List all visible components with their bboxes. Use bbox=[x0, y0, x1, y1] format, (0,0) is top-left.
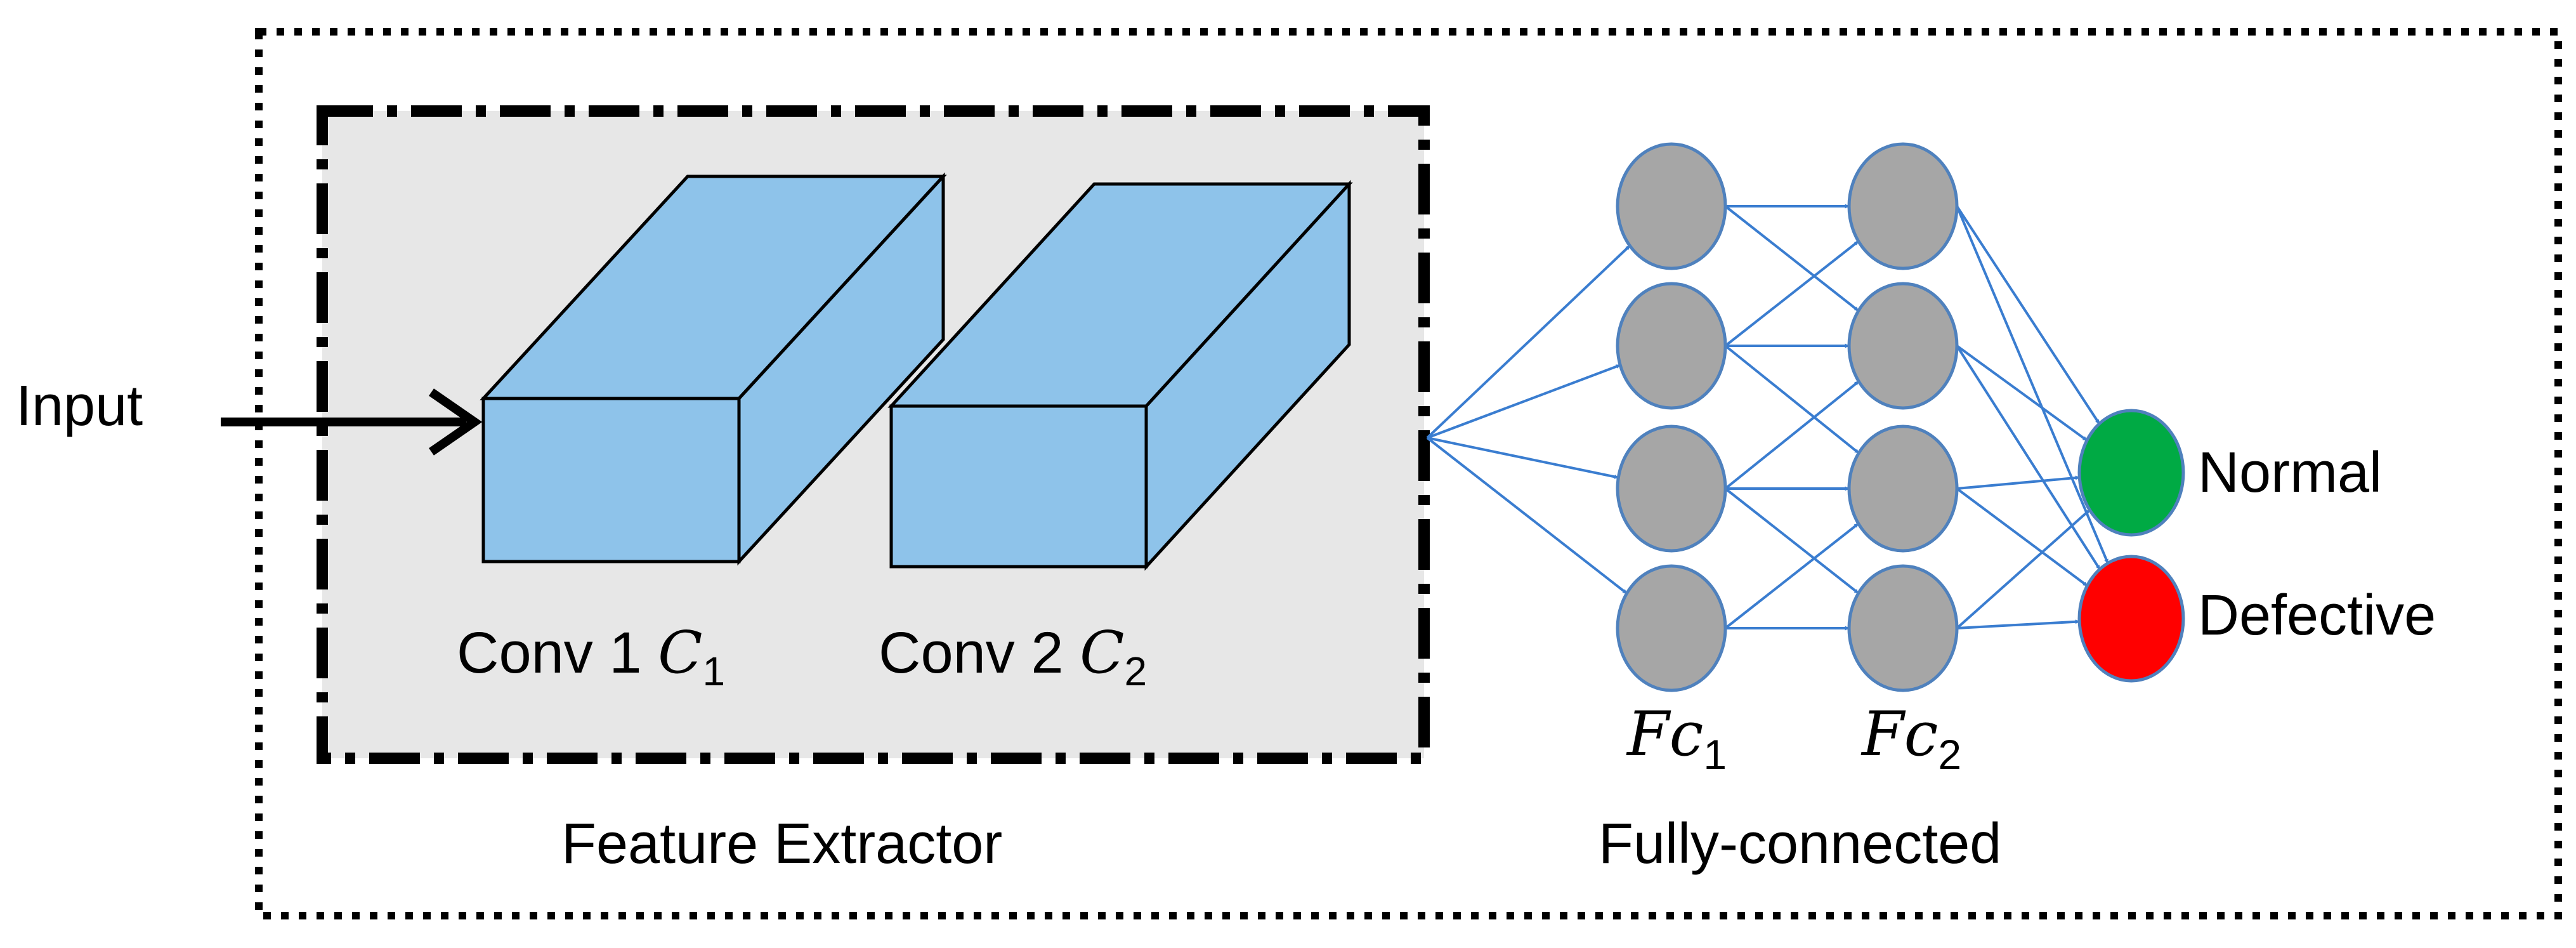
edge-fc1-4-to-fc2-3 bbox=[1724, 522, 1859, 629]
edge-input-to-fc1-1 bbox=[1426, 244, 1631, 439]
fc2-node-4 bbox=[1847, 564, 1959, 692]
network-edges bbox=[1426, 204, 2109, 631]
conv2-block bbox=[887, 180, 1353, 571]
output-node-normal bbox=[2077, 409, 2185, 537]
fc2-label: Fc2 bbox=[1860, 699, 1961, 778]
feature-extractor-caption: Feature Extractor bbox=[561, 812, 1002, 876]
edge-fc1-1-to-fc2-2 bbox=[1724, 205, 1859, 312]
conv2-label: Conv 2 C2 bbox=[879, 619, 1147, 694]
edge-input-to-fc1-3 bbox=[1427, 437, 1619, 479]
fc2-node-2 bbox=[1847, 282, 1959, 410]
edge-fc2-4-to-output-2 bbox=[1956, 619, 2080, 629]
edge-fc1-2-to-fc2-1 bbox=[1724, 240, 1859, 347]
edge-fc2-1-to-output-1 bbox=[1956, 205, 2101, 425]
conv1-front-face bbox=[481, 397, 741, 563]
fc1-node-2 bbox=[1616, 282, 1727, 410]
edge-fc2-4-to-output-1 bbox=[1956, 509, 2091, 629]
fc2-node-1 bbox=[1847, 142, 1959, 270]
fc2-node-3 bbox=[1847, 425, 1959, 553]
edge-fc2-2-to-output-1 bbox=[1956, 345, 2088, 442]
edge-input-to-fc1-4 bbox=[1426, 437, 1628, 595]
fc1-node-4 bbox=[1616, 564, 1727, 692]
edge-input-to-fc1-2 bbox=[1427, 364, 1621, 439]
fc1-node-3 bbox=[1616, 425, 1727, 553]
fc1-label: Fc1 bbox=[1626, 699, 1727, 778]
edge-fc1-2-to-fc2-3 bbox=[1724, 345, 1860, 454]
input-arrow-head bbox=[429, 388, 483, 456]
outer-frame bbox=[255, 28, 2562, 919]
output-label-normal: Normal bbox=[2198, 441, 2382, 504]
edge-fc2-2-to-output-2 bbox=[1956, 345, 2101, 570]
edge-fc2-1-to-output-2 bbox=[1956, 206, 2109, 564]
output-node-defective bbox=[2077, 555, 2185, 683]
network-nodes bbox=[1616, 142, 2185, 692]
edge-fc2-3-to-output-1 bbox=[1956, 475, 2080, 490]
output-label-defective: Defective bbox=[2198, 584, 2436, 647]
input-label: Input bbox=[16, 374, 143, 438]
conv2-front-face bbox=[889, 404, 1148, 569]
edge-fc1-3-to-fc2-2 bbox=[1724, 380, 1860, 490]
conv1-label: Conv 1 C1 bbox=[457, 619, 725, 694]
edge-fc1-3-to-fc2-4 bbox=[1724, 487, 1859, 595]
edge-fc2-3-to-output-2 bbox=[1956, 487, 2088, 587]
fc1-node-1 bbox=[1616, 142, 1727, 270]
conv1-block bbox=[480, 172, 947, 566]
fully-connected-caption: Fully-connected bbox=[1599, 812, 2001, 876]
